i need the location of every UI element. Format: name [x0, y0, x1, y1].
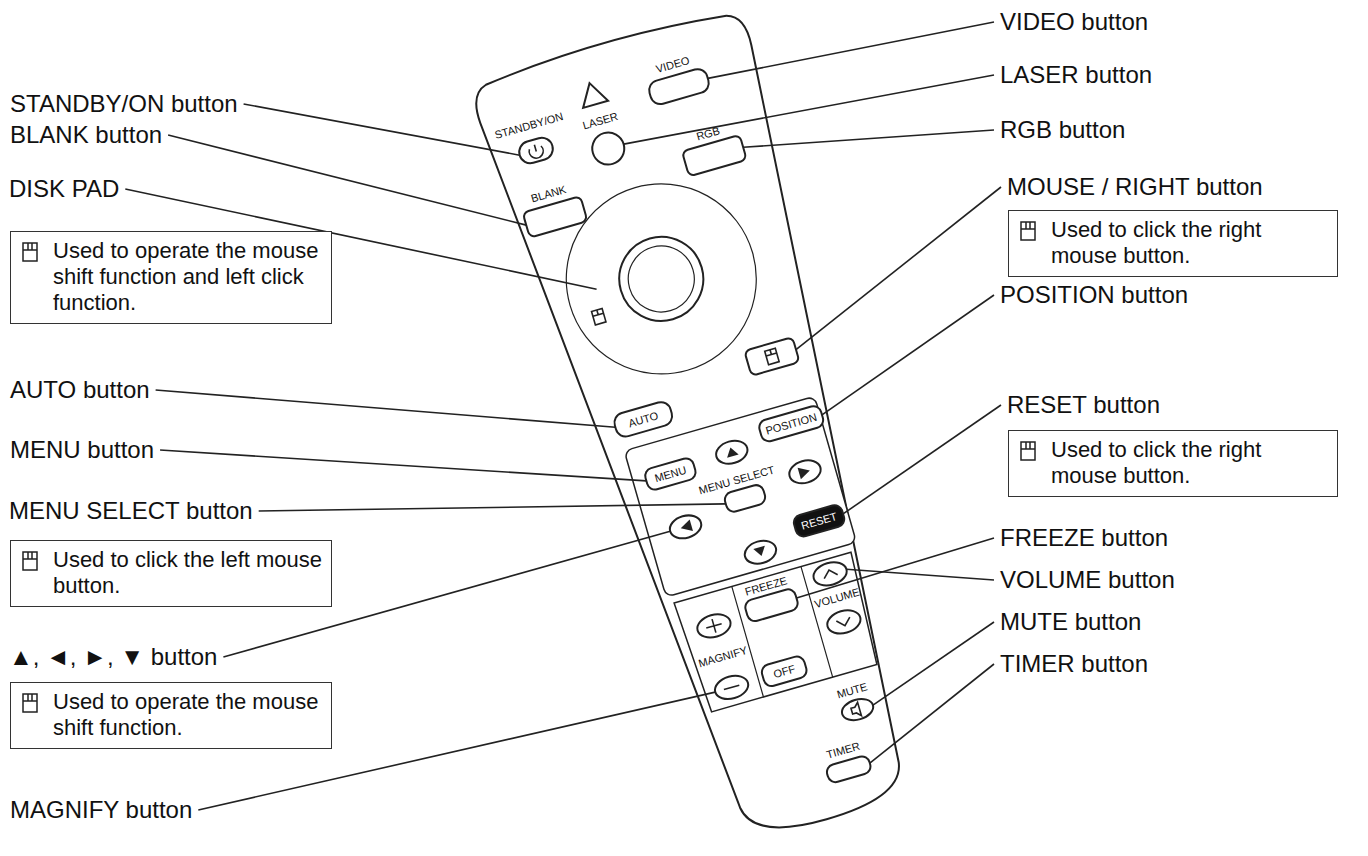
leader-line [797, 538, 995, 598]
button-label: LASER button [1000, 61, 1152, 89]
remote-print: MUTE [835, 680, 868, 700]
button-label: MOUSE / RIGHT button [1007, 173, 1263, 201]
remote-print: MENU SELECT [697, 463, 776, 496]
button-label: RESET button [1007, 391, 1160, 419]
button-label: ▲, ◄, ►, ▼ button [9, 643, 217, 671]
remote-print: OFF [772, 662, 796, 680]
leader-line [259, 504, 726, 511]
remote-print: LASER [581, 110, 619, 131]
callout-box: RESET buttonUsed to click the right mous… [1008, 430, 1338, 497]
leader-line [843, 405, 1001, 514]
button-label: MAGNIFY button [10, 796, 192, 824]
leader-line [846, 569, 994, 580]
button-label: TIMER button [1000, 650, 1148, 678]
mouse-icon [20, 549, 40, 573]
callout-text: Used to operate the mouse shift function… [53, 689, 323, 741]
callout-text: Used to click the right mouse button. [1051, 217, 1329, 269]
callout-box: MOUSE / RIGHT buttonUsed to click the ri… [1008, 210, 1338, 277]
leader-line [870, 664, 994, 763]
leader-line [168, 135, 526, 225]
callout-box: MENU SELECT buttonUsed to click the left… [10, 540, 332, 607]
leader-line [156, 390, 616, 427]
callout-box: DISK PADUsed to operate the mouse shift … [10, 231, 332, 324]
remote-print: STANDBY/ON [493, 110, 564, 141]
callout-text: Used to click the right mouse button. [1051, 437, 1329, 489]
leader-line [822, 295, 994, 415]
button-label: RGB button [1000, 116, 1125, 144]
remote-print: VIDEO [655, 54, 691, 75]
button-label: MENU button [10, 436, 154, 464]
mouse-icon [20, 691, 40, 715]
remote-print: BLANK [529, 183, 567, 204]
mouse-icon [1018, 219, 1038, 243]
remote-print: AUTO [627, 409, 659, 429]
button-label: VOLUME button [1000, 566, 1175, 594]
button-label: AUTO button [10, 376, 150, 404]
button-label: FREEZE button [1000, 524, 1168, 552]
mouse-icon [20, 240, 40, 264]
mouse-icon [1018, 439, 1038, 463]
button-label: MENU SELECT button [9, 497, 253, 525]
remote-print: TIMER [825, 740, 861, 761]
callout-text: Used to operate the mouse shift function… [53, 238, 323, 316]
leader-line [708, 22, 994, 78]
remote-print: VOLUME [813, 586, 861, 610]
remote-print: FREEZE [743, 574, 788, 597]
leader-line [873, 622, 994, 705]
remote-print: MENU [653, 464, 687, 484]
button-label: BLANK button [10, 121, 162, 149]
button-label: POSITION button [1000, 281, 1188, 309]
callout-box: ▲, ◄, ►, ▼ buttonUsed to operate the mou… [10, 682, 332, 749]
button-label: DISK PAD [9, 175, 119, 203]
callout-text: Used to click the left mouse button. [53, 547, 323, 599]
button-label: MUTE button [1000, 608, 1141, 636]
remote-print: RGB [695, 124, 721, 142]
button-label: VIDEO button [1000, 8, 1148, 36]
leader-line [743, 130, 994, 147]
leader-line [160, 450, 646, 481]
button-label: STANDBY/ON button [10, 90, 238, 118]
leader-line [244, 104, 520, 155]
remote-print: POSITION [764, 411, 818, 437]
remote-print: MAGNIFY [697, 644, 748, 669]
leader-line [796, 187, 1001, 350]
remote-print: RESET [800, 510, 839, 532]
